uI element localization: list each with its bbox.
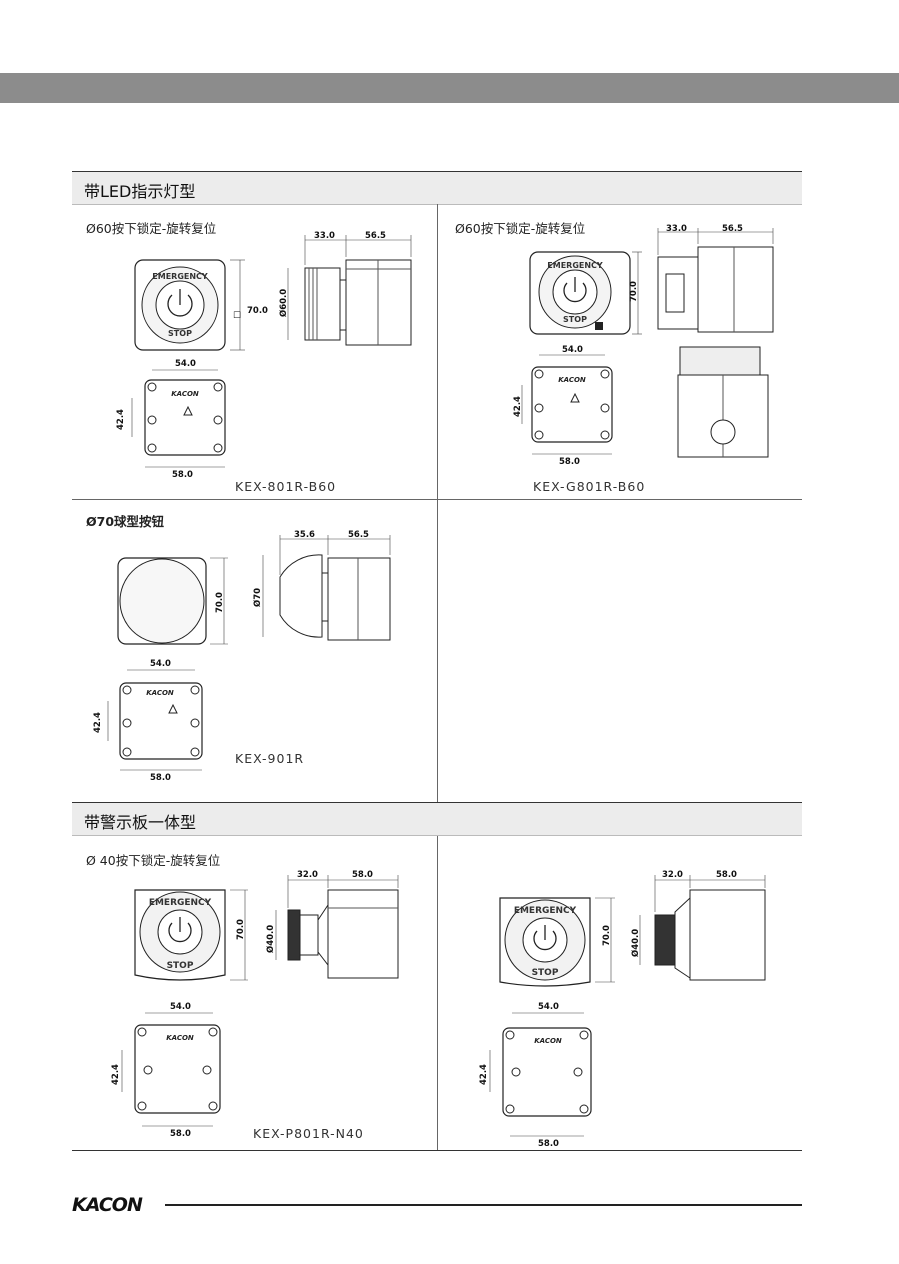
kacon-logo: KACON bbox=[72, 1194, 143, 1216]
section-title: 带警示板一体型 bbox=[84, 813, 197, 832]
section-header-led: 带LED指示灯型 bbox=[72, 171, 802, 205]
svg-text:KACON: KACON bbox=[146, 689, 174, 697]
model-number: KEX-801R-B60 bbox=[235, 479, 337, 494]
svg-text:42.4: 42.4 bbox=[93, 712, 103, 733]
svg-text:54.0: 54.0 bbox=[538, 1002, 559, 1012]
grid-divider-vertical bbox=[437, 836, 438, 1150]
svg-text:STOP: STOP bbox=[563, 315, 587, 324]
svg-text:56.5: 56.5 bbox=[348, 530, 369, 540]
section-header-warning-plate: 带警示板一体型 bbox=[72, 802, 802, 836]
svg-text:58.0: 58.0 bbox=[559, 457, 580, 467]
model-number: KEX-P801R-N40 bbox=[253, 1126, 364, 1141]
svg-text:32.0: 32.0 bbox=[297, 870, 318, 880]
drawing-kex-p801r-n40: EMERGENCY STOP 70.0 32.0 58.0 Ø40.0 KACO… bbox=[111, 870, 399, 1139]
cell-title: Ø 40按下锁定-旋转复位 bbox=[86, 853, 221, 868]
drawing-kex-801r-b60: EMERGENCY STOP 70.0 □ 33.0 56.5 Ø60.0 KA… bbox=[116, 231, 412, 480]
grid-divider-horizontal bbox=[72, 499, 802, 500]
svg-text:54.0: 54.0 bbox=[150, 659, 171, 669]
svg-text:Ø40.0: Ø40.0 bbox=[265, 925, 276, 953]
grid-divider-vertical bbox=[437, 204, 438, 802]
section-title: 带LED指示灯型 bbox=[84, 182, 196, 201]
svg-text:KACON: KACON bbox=[171, 390, 199, 398]
svg-text:54.0: 54.0 bbox=[170, 1002, 191, 1012]
svg-text:EMERGENCY: EMERGENCY bbox=[149, 898, 212, 908]
svg-text:56.5: 56.5 bbox=[365, 231, 386, 241]
svg-text:58.0: 58.0 bbox=[352, 870, 373, 880]
svg-text:33.0: 33.0 bbox=[666, 224, 687, 234]
svg-text:STOP: STOP bbox=[532, 968, 559, 978]
svg-text:58.0: 58.0 bbox=[150, 773, 171, 783]
svg-text:54.0: 54.0 bbox=[562, 345, 583, 355]
svg-text:32.0: 32.0 bbox=[662, 870, 683, 880]
drawing-kex-g801r-b60: EMERGENCY STOP 70.0 33.0 56.5 KACON 54.0… bbox=[513, 224, 774, 467]
svg-text:EMERGENCY: EMERGENCY bbox=[547, 261, 603, 270]
svg-text:Ø40.0: Ø40.0 bbox=[630, 929, 641, 957]
stop-text: STOP bbox=[168, 329, 192, 338]
svg-text:42.4: 42.4 bbox=[479, 1064, 489, 1085]
svg-text:58.0: 58.0 bbox=[538, 1139, 559, 1149]
cell-title: Ø60按下锁定-旋转复位 bbox=[455, 221, 586, 236]
svg-text:Ø70: Ø70 bbox=[252, 588, 263, 607]
svg-text:70.0: 70.0 bbox=[602, 925, 612, 946]
svg-text:58.0: 58.0 bbox=[716, 870, 737, 880]
svg-text:KACON: KACON bbox=[534, 1037, 562, 1045]
svg-text:STOP: STOP bbox=[167, 961, 194, 971]
svg-text:70.0: 70.0 bbox=[247, 306, 268, 316]
svg-text:33.0: 33.0 bbox=[314, 231, 335, 241]
svg-text:70.0: 70.0 bbox=[629, 281, 639, 302]
svg-text:Ø60.0: Ø60.0 bbox=[278, 289, 289, 317]
model-number: KEX-901R bbox=[235, 751, 305, 766]
svg-text:42.4: 42.4 bbox=[111, 1064, 121, 1085]
footer-rule bbox=[165, 1204, 802, 1206]
svg-text:42.4: 42.4 bbox=[116, 409, 126, 430]
drawing-kex-901r: 70.0 35.6 56.5 Ø70 KACON 54.0 58.0 42.4 bbox=[93, 530, 391, 783]
model-number: KEX-G801R-B60 bbox=[533, 479, 646, 494]
svg-text:EMERGENCY: EMERGENCY bbox=[514, 906, 577, 916]
svg-text:58.0: 58.0 bbox=[170, 1129, 191, 1139]
svg-text:□: □ bbox=[233, 310, 241, 320]
svg-text:56.5: 56.5 bbox=[722, 224, 743, 234]
svg-text:58.0: 58.0 bbox=[172, 470, 193, 480]
cell-title: Ø70球型按钮 bbox=[86, 514, 165, 529]
svg-text:54.0: 54.0 bbox=[175, 359, 196, 369]
svg-text:KACON: KACON bbox=[558, 376, 586, 384]
svg-text:35.6: 35.6 bbox=[294, 530, 315, 540]
svg-text:KACON: KACON bbox=[166, 1034, 194, 1042]
emergency-text: EMERGENCY bbox=[152, 272, 208, 281]
cell-title: Ø60按下锁定-旋转复位 bbox=[86, 221, 217, 236]
svg-text:70.0: 70.0 bbox=[215, 592, 225, 613]
section-bottom-rule bbox=[72, 1150, 802, 1151]
svg-text:42.4: 42.4 bbox=[513, 396, 523, 417]
svg-text:70.0: 70.0 bbox=[236, 919, 246, 940]
drawing-warning-plate-variant: EMERGENCY STOP 70.0 32.0 58.0 Ø40.0 KACO… bbox=[479, 870, 766, 1149]
top-banner bbox=[0, 73, 899, 103]
